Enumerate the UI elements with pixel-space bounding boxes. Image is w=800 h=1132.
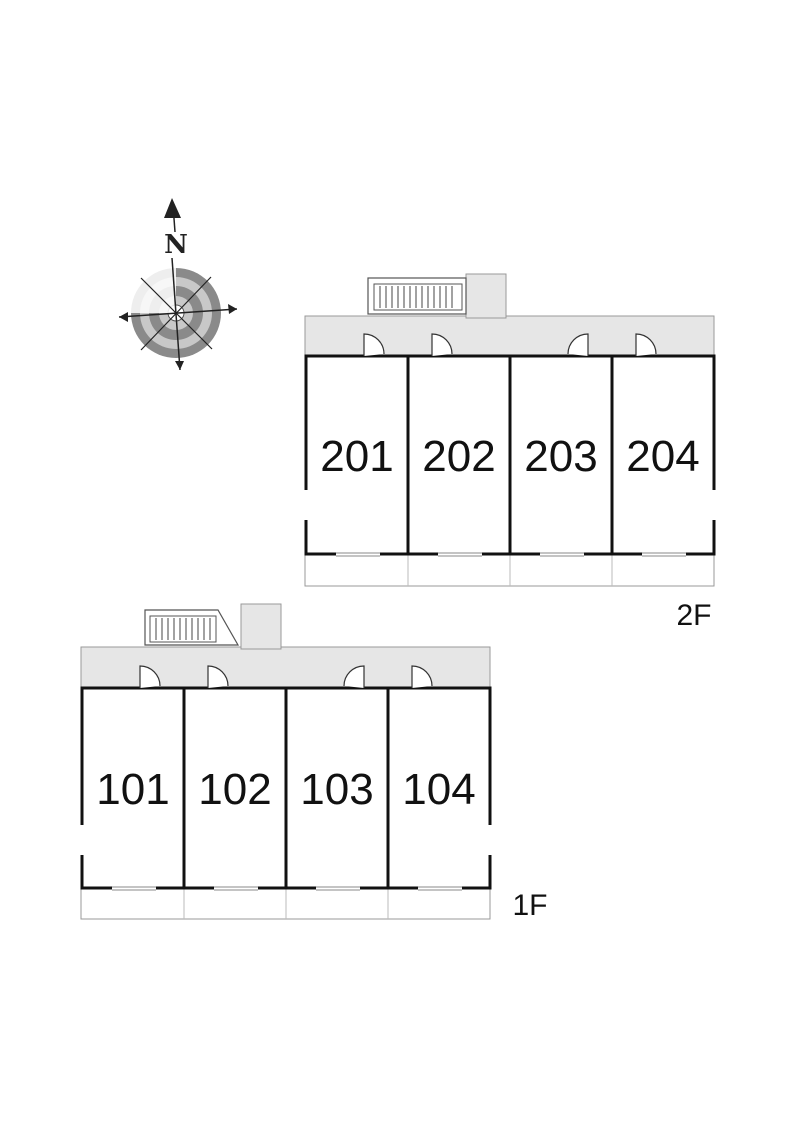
door-202 bbox=[431, 333, 453, 356]
landing-2f bbox=[465, 273, 507, 319]
unit-102 bbox=[182, 686, 288, 890]
unit-label-204: 204 bbox=[626, 432, 699, 481]
door-104 bbox=[411, 665, 433, 688]
floor-label-2f: 2F bbox=[676, 599, 711, 632]
unit-label-102: 102 bbox=[198, 765, 271, 814]
unit-101 bbox=[80, 686, 186, 890]
landing-1f bbox=[240, 603, 282, 650]
unit-label-103: 103 bbox=[300, 765, 373, 814]
unit-label-202: 202 bbox=[422, 432, 495, 481]
unit-202 bbox=[406, 354, 512, 556]
staircase-1f bbox=[144, 609, 240, 646]
door-201 bbox=[363, 333, 385, 356]
unit-104 bbox=[386, 686, 492, 890]
door-103 bbox=[343, 665, 365, 688]
unit-label-104: 104 bbox=[402, 765, 475, 814]
unit-203 bbox=[508, 354, 614, 556]
door-101 bbox=[139, 665, 161, 688]
door-102 bbox=[207, 665, 229, 688]
unit-label-201: 201 bbox=[320, 432, 393, 481]
staircase-2f bbox=[367, 277, 467, 315]
compass: N bbox=[118, 198, 238, 371]
floor-1f-plan: 101 102 103 104 1F bbox=[80, 603, 548, 922]
north-label: N bbox=[164, 230, 188, 260]
door-204 bbox=[635, 333, 657, 356]
unit-204 bbox=[610, 354, 716, 556]
door-203 bbox=[567, 333, 589, 356]
floor-label-1f: 1F bbox=[512, 889, 547, 922]
floor-2f-plan: 201 202 203 204 2F bbox=[304, 273, 716, 632]
unit-label-203: 203 bbox=[524, 432, 597, 481]
compass-rose-icon bbox=[118, 198, 238, 371]
unit-label-101: 101 bbox=[96, 765, 169, 814]
